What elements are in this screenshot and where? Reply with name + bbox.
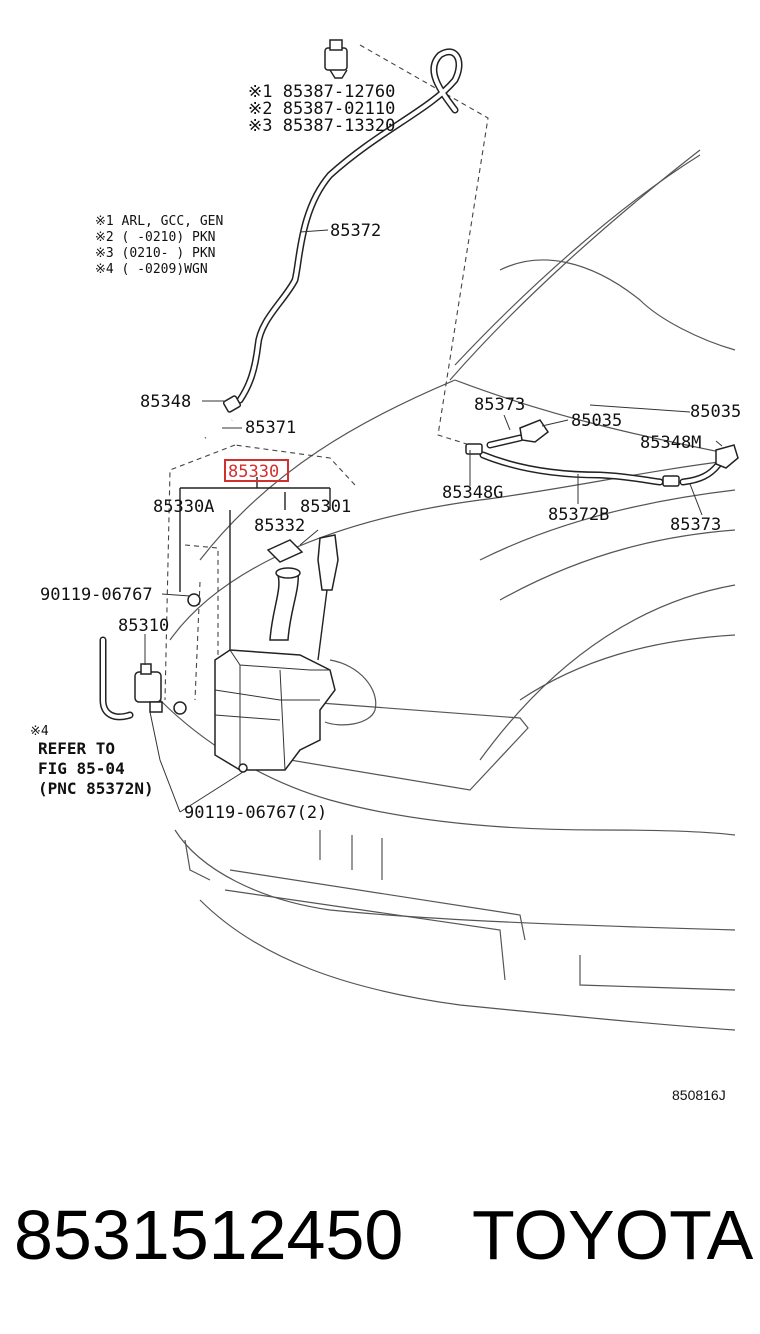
label-85371: 85371 [245, 418, 296, 438]
label-90119-top: 90119-06767 [40, 585, 153, 605]
rear-washer-hose-system [465, 419, 739, 487]
part-labels: ※1 85387-12760 ※2 85387-02110 ※3 85387-1… [30, 82, 741, 1103]
upper-washer-hose [236, 39, 463, 404]
label-85330a: 85330A [153, 497, 214, 517]
note-2: ※2 ( -0210) PKN [95, 230, 215, 245]
label-85348m: 85348M [640, 433, 701, 453]
note-4: ※4 ( -0209)WGN [95, 262, 208, 277]
label-85373-bottom: 85373 [670, 515, 721, 535]
washer-tank-part [173, 534, 339, 773]
label-85372b: 85372B [548, 505, 609, 525]
figure-id: 850816J [672, 1087, 726, 1103]
footer-part-number: 8531512450 [14, 1196, 404, 1274]
refer-line1: REFER TO [38, 739, 115, 758]
footer-brand: TOYOTA [472, 1196, 754, 1274]
refer-line3: (PNC 85372N) [38, 779, 154, 798]
label-85372: 85372 [330, 221, 381, 241]
label-85348g: 85348G [442, 483, 503, 503]
leader-dashes [164, 44, 489, 701]
leader-lines [144, 229, 723, 813]
label-85332: 85332 [254, 516, 305, 536]
car-body-outline [159, 149, 736, 1031]
label-85035-mid: 85035 [571, 411, 622, 431]
joint-85348-part [204, 395, 242, 439]
refer-line2: FIG 85-04 [38, 759, 125, 778]
label-nozzle-alt1: ※1 85387-12760 [248, 82, 395, 102]
highlight-box [224, 459, 289, 482]
label-85330-highlighted[interactable]: 85330 [228, 462, 279, 482]
label-nozzle-alt3: ※3 85387-13320 [248, 116, 395, 136]
label-85310: 85310 [118, 616, 169, 636]
label-nozzle-alt2: ※2 85387-02110 [248, 99, 395, 119]
note-3: ※3 (0210- ) PKN [95, 246, 215, 261]
tank-group-bracket [179, 477, 331, 650]
label-85348: 85348 [140, 392, 191, 412]
label-85373-top: 85373 [474, 395, 525, 415]
label-85035-right: 85035 [690, 402, 741, 422]
refer-mark: ※4 [30, 724, 49, 739]
washer-pump-part [99, 636, 163, 721]
label-90119-bottom: 90119-06767(2) [184, 803, 327, 823]
note-1: ※1 ARL, GCC, GEN [95, 214, 223, 229]
label-85301: 85301 [300, 497, 351, 517]
